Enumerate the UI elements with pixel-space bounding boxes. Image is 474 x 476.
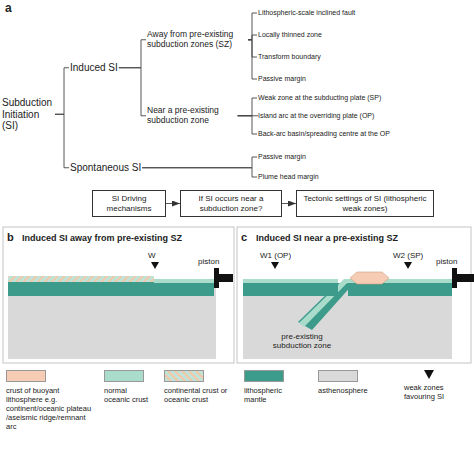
node-text: Passive margin — [258, 153, 306, 161]
buoyant-crust-block — [350, 272, 389, 284]
panel-heading: c — [241, 231, 247, 244]
legend-text: crust of buoyant lithosphere e.g. contin… — [6, 386, 96, 431]
legend-item: continental crust or oceanic crust — [164, 370, 228, 404]
tree-node: Subduction Initiation (SI) — [2, 97, 54, 132]
legend-text: weak zones favouring SI — [404, 383, 470, 401]
node-text: Induced SI — [70, 62, 118, 74]
weak-zone-marker — [151, 262, 159, 269]
tree-node: Passive margin — [258, 75, 306, 83]
piston-plate — [452, 268, 457, 288]
weak-zone-symbol — [424, 370, 434, 379]
process-box: If SI occurs near a subduction zone? — [180, 190, 282, 217]
tree-node: Spontaneous SI — [70, 162, 141, 174]
process-box: SI Driving mechanisms — [92, 190, 166, 217]
legend-text: lithospheric mantle — [244, 386, 304, 404]
node-text: Away from pre-existing subduction zones … — [147, 30, 247, 50]
panel-heading: a — [5, 2, 12, 16]
tree-connector — [119, 68, 146, 116]
node-text: Spontaneous SI — [70, 162, 141, 174]
tree-node: Locally thinned zone — [258, 31, 322, 39]
lithospheric-mantle — [243, 283, 338, 296]
tree-connector — [142, 168, 257, 177]
oceanic-crust — [243, 279, 338, 283]
annotation-label: piston — [436, 257, 457, 266]
node-text: Transform boundary — [258, 53, 321, 61]
panel-heading: Induced SI near a pre-existing SZ — [256, 233, 398, 243]
node-text: Back-arc basin/spreading centre at the O… — [258, 130, 390, 138]
node-text: Lithospheric-scale inclined fault — [258, 9, 355, 17]
tree-node: Island arc at the overriding plate (OP) — [258, 112, 374, 120]
node-text: Weak zone at the subducting plate (SP) — [258, 94, 381, 102]
process-box: Tectonic settings of SI (lithospheric we… — [296, 190, 434, 217]
flow-arrow — [282, 203, 296, 204]
node-text: Near a pre-existing subduction zone — [147, 106, 237, 126]
piston-plate — [214, 268, 219, 288]
tree-node: Induced SI — [70, 62, 118, 74]
piston-rod — [219, 274, 233, 282]
tree-connector — [248, 13, 257, 40]
tree-connector — [238, 116, 257, 134]
annotation-label: pre-existing subduction zone — [266, 332, 338, 350]
tree-node: Weak zone at the subducting plate (SP) — [258, 94, 381, 102]
legend-item: asthenosphere — [318, 370, 388, 395]
continental-crust — [8, 276, 154, 282]
tree-node: Passive margin — [258, 153, 306, 161]
lithospheric-mantle — [154, 283, 214, 296]
lithospheric-mantle — [348, 283, 452, 296]
node-text: Passive margin — [258, 75, 306, 83]
tree-connector — [142, 157, 257, 168]
annotation-label: piston — [198, 257, 219, 266]
hatched-swatch — [164, 370, 204, 382]
tree-node: Back-arc basin/spreading centre at the O… — [258, 130, 390, 138]
tree-node: Plume head margin — [258, 173, 319, 181]
tree-connector — [119, 40, 146, 68]
legend-text: continental crust or oceanic crust — [164, 386, 228, 404]
legend-swatch — [244, 370, 284, 382]
panel-frame — [237, 227, 471, 363]
node-text: Island arc at the overriding plate (OP) — [258, 112, 374, 120]
weak-zone-marker — [404, 262, 412, 269]
node-text: Plume head margin — [258, 173, 319, 181]
tree-node: Lithospheric-scale inclined fault — [258, 9, 355, 17]
panel-heading: b — [7, 231, 14, 244]
tree-node: Near a pre-existing subduction zone — [147, 106, 237, 126]
node-text: Locally thinned zone — [258, 31, 322, 39]
node-text: If SI occurs near a subduction zone? — [184, 194, 278, 212]
panel-heading: Induced SI away from pre-existing SZ — [22, 233, 182, 243]
node-text: Tectonic settings of SI (lithospheric we… — [300, 194, 430, 212]
piston-rod — [457, 274, 474, 282]
weak-zone-marker — [271, 262, 279, 269]
legend-item: lithospheric mantle — [244, 370, 304, 404]
node-text: SI Driving mechanisms — [96, 194, 162, 212]
asthenosphere — [243, 283, 452, 359]
tree-connector — [55, 68, 69, 115]
oceanic-crust — [154, 279, 214, 283]
tree-connector — [238, 98, 257, 116]
legend-text: normal oceanic crust — [104, 386, 150, 404]
tree-connector — [248, 35, 257, 40]
legend-item: weak zones favouring SI — [404, 370, 470, 401]
tree-connector — [55, 114, 69, 168]
legend-swatch — [318, 370, 358, 382]
tree-connector — [248, 40, 257, 79]
lithospheric-mantle — [8, 282, 154, 296]
tree-connector — [248, 40, 257, 57]
tree-node: Transform boundary — [258, 53, 321, 61]
flow-arrow — [166, 203, 180, 204]
panel-frame — [3, 227, 234, 363]
annotation-label: W1 (OP) — [260, 251, 291, 260]
tree-node: Away from pre-existing subduction zones … — [147, 30, 247, 50]
legend-item: crust of buoyant lithosphere e.g. contin… — [6, 370, 96, 431]
legend-item: normal oceanic crust — [104, 370, 150, 404]
legend-text: asthenosphere — [318, 386, 388, 395]
annotation-label: W2 (SP) — [393, 251, 423, 260]
asthenosphere — [8, 283, 216, 359]
legend-swatch — [104, 370, 144, 382]
annotation-label: W — [148, 251, 156, 260]
node-text: Subduction Initiation (SI) — [2, 97, 54, 132]
legend-swatch — [6, 370, 46, 382]
